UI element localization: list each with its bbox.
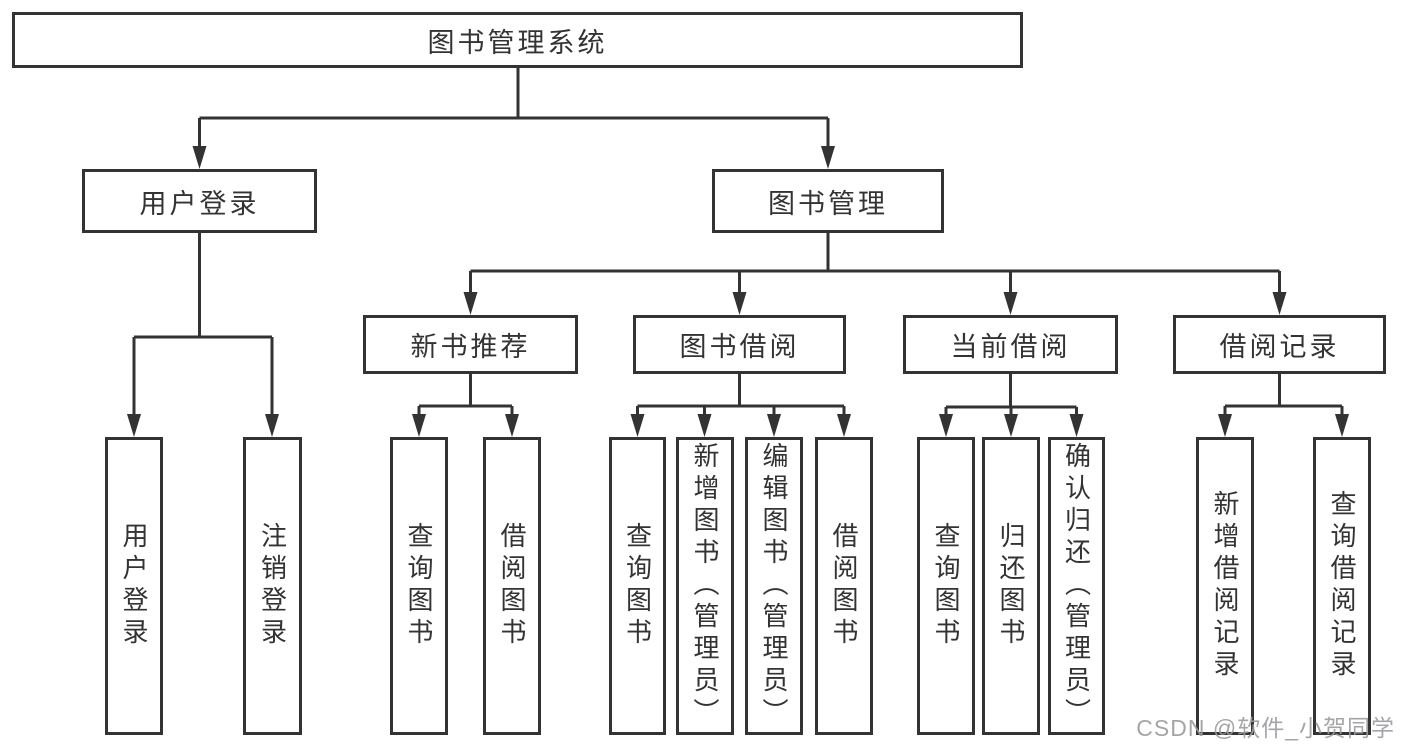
node-user-login-label: 用户登录 [139,188,260,219]
leaf-add-book-admin-label: 新增图书（管理员） [690,442,720,730]
leaf-query-books-3-label: 查询图书 [931,522,961,650]
leaf-add-book-admin: 新增图书（管理员） [676,437,734,735]
node-user-login: 用户登录 [82,169,317,233]
leaf-add-borrow-record: 新增借阅记录 [1196,437,1254,735]
leaf-query-books-3: 查询图书 [917,437,975,735]
node-book-management-label: 图书管理 [768,188,888,219]
connector-root [198,68,830,147]
connector-current-borrow [944,374,1078,416]
leaf-query-borrow-record-label: 查询借阅记录 [1327,490,1357,682]
connector-book-management [469,233,1281,294]
leaf-query-books-1: 查询图书 [390,437,448,735]
leaf-borrow-books-2-label: 借阅图书 [829,522,859,650]
connector-book-borrow [636,374,846,416]
node-book-borrow-label: 图书借阅 [679,332,800,362]
connector-borrow-records [1223,374,1344,416]
leaf-query-books-1-label: 查询图书 [404,522,434,650]
node-root: 图书管理系统 [12,12,1023,68]
leaf-return-books: 归还图书 [982,437,1040,735]
leaf-add-borrow-record-label: 新增借阅记录 [1210,490,1240,682]
leaf-confirm-return-admin-label: 确认归还（管理员） [1061,442,1092,730]
leaf-borrow-books-1: 借阅图书 [483,437,541,735]
leaf-query-books-2: 查询图书 [609,437,666,735]
csdn-watermark: CSDN @软件_小贺同学 [1136,715,1395,741]
connector-user-login [132,233,274,416]
leaf-logout-label: 注销登录 [257,522,288,650]
leaf-user-login-label: 用户登录 [119,522,149,650]
leaf-return-books-label: 归还图书 [996,522,1026,650]
leaf-edit-book-admin-label: 编辑图书（管理员） [759,442,789,730]
leaf-logout: 注销登录 [243,437,302,735]
connector-new-book-recommend [417,374,514,416]
node-new-book-recommend: 新书推荐 [363,315,578,374]
arrowheads [127,146,1349,437]
node-new-book-recommend-label: 新书推荐 [410,332,531,362]
leaf-borrow-books-1-label: 借阅图书 [497,522,527,650]
leaf-user-login: 用户登录 [105,437,163,735]
leaf-confirm-return-admin: 确认归还（管理员） [1048,437,1105,735]
node-current-borrow-label: 当前借阅 [950,332,1071,362]
node-borrow-records: 借阅记录 [1173,315,1386,374]
leaf-borrow-books-2: 借阅图书 [815,437,873,735]
node-borrow-records-label: 借阅记录 [1219,332,1340,362]
node-book-borrow: 图书借阅 [633,315,846,374]
node-book-management: 图书管理 [712,169,944,233]
leaf-edit-book-admin: 编辑图书（管理员） [745,437,803,735]
node-current-borrow: 当前借阅 [903,315,1118,374]
leaf-query-books-2-label: 查询图书 [622,522,653,650]
leaf-query-borrow-record: 查询借阅记录 [1313,437,1371,735]
node-root-label: 图书管理系统 [427,27,608,58]
